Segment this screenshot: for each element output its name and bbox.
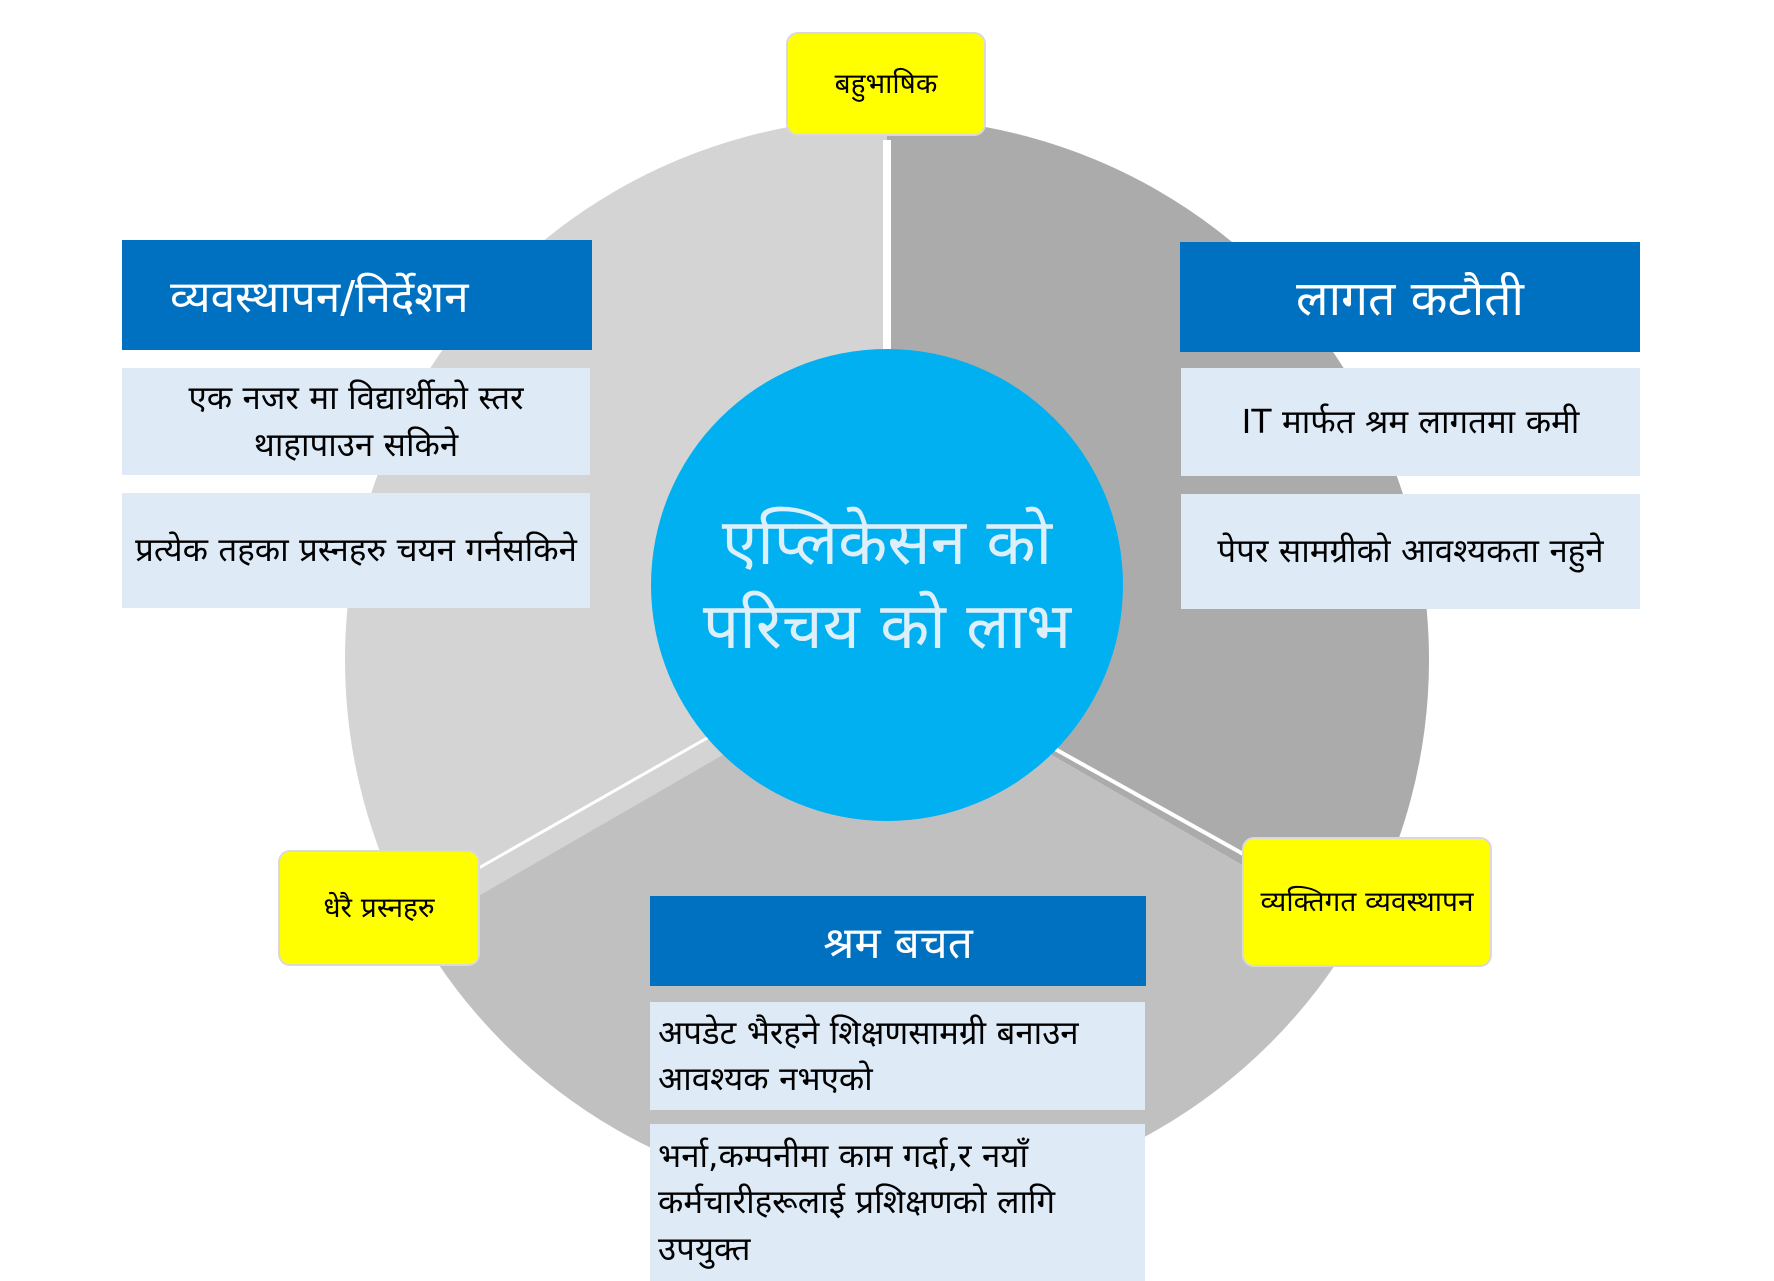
management-item-1: एक नजर मा विद्यार्थीको स्तर थाहापाउन सकि… (122, 368, 590, 475)
wheel-divider-left (469, 723, 731, 875)
tag-many-questions: धेरै प्रस्नहरु (278, 850, 480, 966)
tag-personal-management: व्यक्तिगत व्यवस्थापन (1242, 837, 1492, 967)
labor-item-1: अपडेट भैरहने शिक्षणसामग्री बनाउन आवश्यक … (650, 1002, 1145, 1110)
cost-header: लागत कटौती (1180, 242, 1640, 352)
management-item-2: प्रत्येक तहका प्रस्नहरु चयन गर्नसकिने (122, 493, 590, 608)
center-title: एप्लिकेसन को परिचय को लाभ (702, 505, 1072, 664)
cost-item-2: पेपर सामग्रीको आवश्यकता नहुने (1181, 494, 1640, 609)
cost-item-1: IT मार्फत श्रम लागतमा कमी (1181, 368, 1640, 476)
labor-item-2: भर्ना,कम्पनीमा काम गर्दा,र नयाँ कर्मचारी… (650, 1124, 1145, 1281)
center-circle: एप्लिकेसन को परिचय को लाभ (651, 349, 1123, 821)
tag-multilingual: बहुभाषिक (786, 32, 986, 136)
management-header: व्यवस्थापन/निर्देशन (122, 240, 592, 350)
labor-header: श्रम बचत (650, 896, 1146, 986)
wheel-divider-right (1029, 733, 1246, 857)
